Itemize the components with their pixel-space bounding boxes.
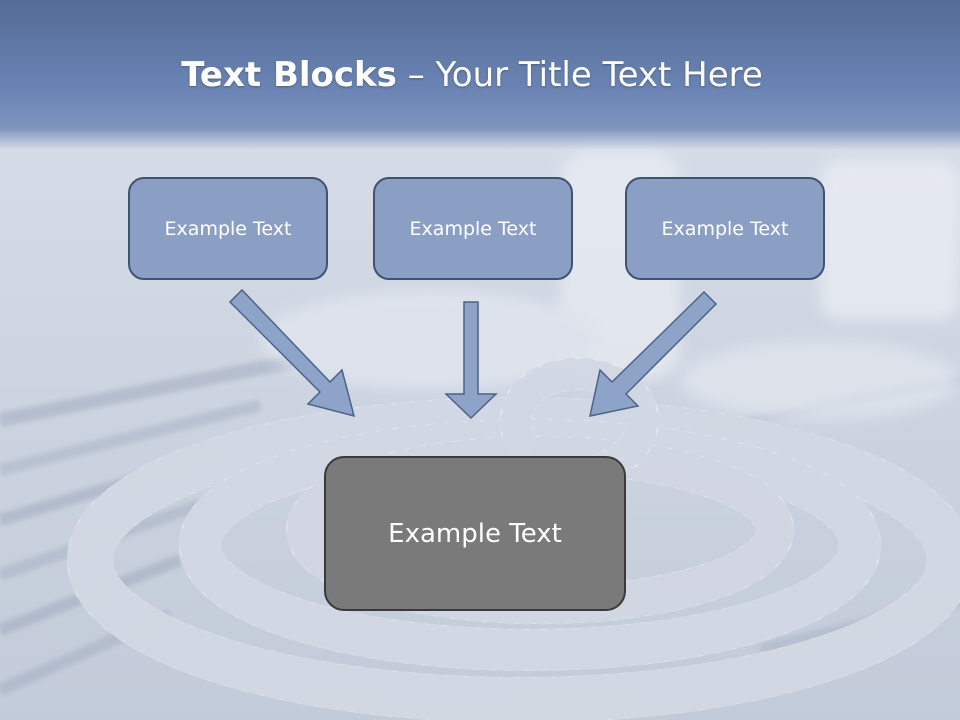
- text-block-right[interactable]: Example Text: [625, 177, 825, 280]
- text-block-bottom-label: Example Text: [388, 518, 562, 549]
- title-separator: –: [396, 55, 436, 95]
- text-block-right-label: Example Text: [661, 217, 789, 240]
- title-bold: Text Blocks: [181, 55, 397, 95]
- title-band: [0, 0, 960, 150]
- slide-title: Text Blocks – Your Title Text Here: [0, 55, 944, 95]
- arrow-left: [228, 288, 356, 418]
- text-block-center-label: Example Text: [409, 217, 537, 240]
- text-block-center[interactable]: Example Text: [373, 177, 573, 280]
- title-rest: Your Title Text Here: [435, 55, 763, 95]
- arrow-center: [444, 301, 498, 420]
- text-block-left-label: Example Text: [164, 217, 292, 240]
- text-block-bottom[interactable]: Example Text: [324, 456, 626, 611]
- arrow-right: [589, 290, 718, 417]
- text-block-left[interactable]: Example Text: [128, 177, 328, 280]
